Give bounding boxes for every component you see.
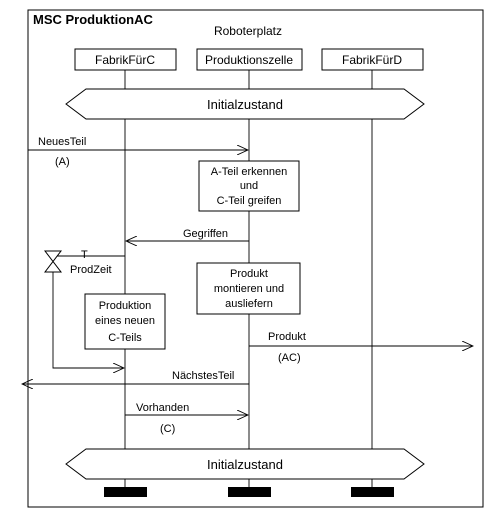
action-produkt-montieren-line-3: ausliefern <box>225 298 273 310</box>
condition-bottom-label: Initialzustand <box>207 457 283 472</box>
action-produkt-montieren-line-2: montieren und <box>214 283 284 295</box>
timer-hourglass-icon <box>43 250 63 273</box>
action-produktion-c-line-1: Produktion <box>99 300 152 312</box>
action-produktion-c-line-3: C-Teils <box>108 332 142 344</box>
location-label: Roboterplatz <box>214 24 282 38</box>
instance-name-fabrik-fuer-c: FabrikFürC <box>95 53 155 67</box>
message-produkt-param: (AC) <box>278 352 301 364</box>
message-vorhanden-label: Vorhanden <box>136 402 189 414</box>
instance-head-fabrik-fuer-d <box>321 48 424 71</box>
instance-head-produktionszelle <box>196 48 303 71</box>
msc-frame <box>27 9 484 508</box>
timer-name: T <box>81 249 88 261</box>
message-gegriffen-label: Gegriffen <box>183 228 228 240</box>
message-vorhanden-param: (C) <box>160 423 175 435</box>
instance-end-produktionszelle <box>228 487 271 497</box>
action-a-teil <box>198 160 300 212</box>
message-neues-teil-label: NeuesTeil <box>38 136 86 148</box>
condition-top-label: Initialzustand <box>207 97 283 112</box>
condition-top <box>65 88 425 120</box>
instance-end-fabrik-fuer-d <box>351 487 394 497</box>
condition-bottom <box>65 448 425 480</box>
message-naechstes-teil-label: NächstesTeil <box>172 370 234 382</box>
instance-name-fabrik-fuer-d: FabrikFürD <box>342 53 402 67</box>
action-produktion-c-line-2: eines neuen <box>95 315 155 327</box>
action-a-teil-line-3: C-Teil greifen <box>217 195 282 207</box>
msc-title: MSC ProduktionAC <box>33 12 153 27</box>
message-produkt-label: Produkt <box>268 331 306 343</box>
timer-timeout-arrow <box>52 272 124 368</box>
message-neues-teil-param: (A) <box>55 156 70 168</box>
action-produkt-montieren-line-1: Produkt <box>230 268 268 280</box>
action-produkt-montieren <box>196 262 301 315</box>
instance-head-fabrik-fuer-c <box>74 48 177 71</box>
timer-param: ProdZeit <box>70 264 112 276</box>
instance-name-produktionszelle: Produktionszelle <box>205 53 293 67</box>
action-a-teil-line-2: und <box>240 180 258 192</box>
action-produktion-c <box>84 293 166 350</box>
action-a-teil-line-1: A-Teil erkennen <box>211 166 287 178</box>
instance-end-fabrik-fuer-c <box>104 487 147 497</box>
